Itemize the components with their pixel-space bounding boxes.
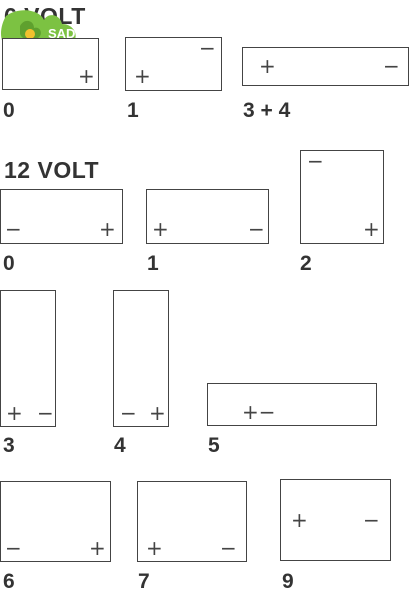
minus-terminal: − bbox=[248, 217, 265, 241]
battery-12v-3: + − bbox=[0, 290, 56, 427]
minus-terminal: − bbox=[5, 536, 22, 560]
layout-label: 6 bbox=[3, 570, 15, 593]
battery-12v-5: +− bbox=[207, 383, 377, 426]
layout-label: 3 bbox=[3, 434, 15, 457]
plus-terminal: + bbox=[363, 217, 380, 241]
battery-12v-2: − + bbox=[300, 150, 384, 244]
layout-label: 7 bbox=[138, 570, 150, 593]
plus-terminal: + bbox=[134, 64, 151, 88]
layout-label: 0 bbox=[3, 252, 15, 275]
plus-terminal: + bbox=[6, 401, 23, 425]
layout-label: 1 bbox=[127, 99, 139, 122]
minus-terminal: − bbox=[37, 401, 54, 425]
layout-label: 4 bbox=[114, 434, 126, 457]
minus-terminal: − bbox=[199, 36, 216, 60]
layout-label: 1 bbox=[147, 252, 159, 275]
layout-label: 3 + 4 bbox=[243, 99, 291, 122]
battery-12v-1: + − bbox=[146, 189, 269, 244]
minus-terminal: − bbox=[120, 401, 137, 425]
minus-terminal: − bbox=[5, 217, 22, 241]
layout-label: 9 bbox=[282, 570, 294, 593]
battery-6v-1: − + bbox=[125, 37, 222, 91]
layout-label: 5 bbox=[208, 434, 220, 457]
twelve-volt-heading: 12 VOLT bbox=[4, 157, 100, 183]
minus-terminal: − bbox=[220, 536, 237, 560]
plus-terminal: + bbox=[89, 536, 106, 560]
battery-6v-0: + bbox=[2, 38, 99, 90]
layout-label: 2 bbox=[300, 252, 312, 275]
battery-12v-6: − + bbox=[0, 481, 111, 562]
minus-terminal: − bbox=[307, 149, 324, 173]
battery-12v-9: + − bbox=[280, 479, 391, 561]
plus-terminal: + bbox=[149, 401, 166, 425]
layout-label: 0 bbox=[3, 99, 15, 122]
battery-6v-3-4: + − bbox=[242, 47, 409, 86]
plus-terminal: + bbox=[99, 217, 116, 241]
minus-terminal: − bbox=[363, 508, 380, 532]
plus-terminal: + bbox=[78, 64, 95, 88]
plus-minus-terminals: +− bbox=[242, 400, 276, 424]
plus-terminal: + bbox=[152, 217, 169, 241]
svg-text:SAD: SAD bbox=[48, 26, 75, 41]
plus-terminal: + bbox=[291, 508, 308, 532]
plus-terminal: + bbox=[146, 536, 163, 560]
battery-12v-0: − + bbox=[0, 189, 123, 244]
battery-12v-4: − + bbox=[113, 290, 169, 427]
plus-terminal: + bbox=[259, 54, 276, 78]
minus-terminal: − bbox=[383, 54, 400, 78]
battery-12v-7: + − bbox=[137, 481, 247, 562]
